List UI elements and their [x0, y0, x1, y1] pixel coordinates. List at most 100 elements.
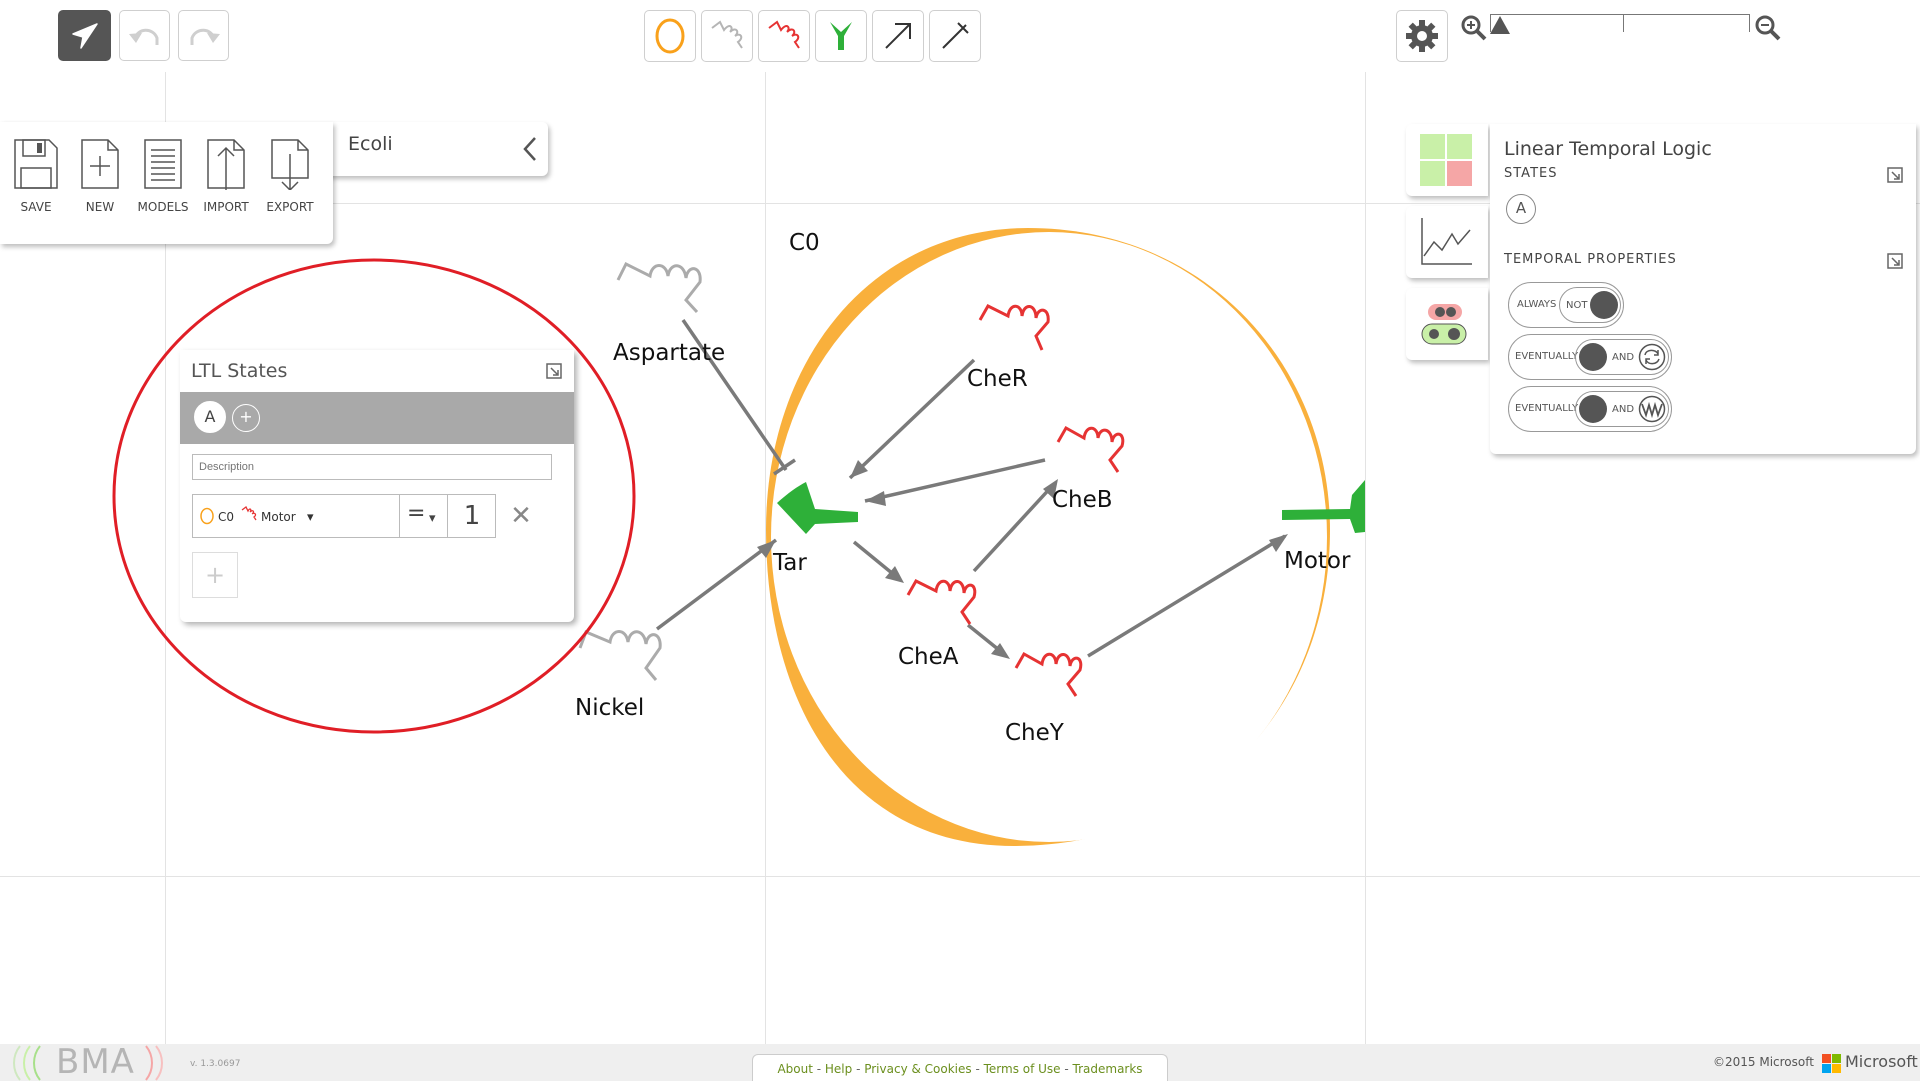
- chey-variable: [1014, 651, 1083, 697]
- activator-cheb-tar: [864, 458, 1046, 503]
- ltl-tab[interactable]: [1406, 288, 1488, 360]
- zoom-slider-thumb[interactable]: [1490, 16, 1510, 34]
- grid-line: [165, 72, 166, 1044]
- save-button[interactable]: SAVE: [6, 138, 66, 214]
- activator-tool[interactable]: [872, 10, 924, 62]
- ltl-toggles-icon: [1421, 304, 1467, 345]
- and-label: AND: [1612, 352, 1635, 363]
- container-circle-icon: [200, 507, 214, 525]
- constant-spring-icon: [711, 20, 743, 49]
- chevron-down-icon: ▾: [429, 511, 436, 526]
- add-condition-button[interactable]: +: [192, 552, 238, 598]
- state-tab-a[interactable]: A: [194, 401, 226, 433]
- import-button[interactable]: IMPORT: [196, 138, 256, 214]
- help-link[interactable]: Help: [824, 1062, 853, 1076]
- arrowhead: [757, 540, 776, 558]
- expand-properties-icon[interactable]: [1886, 252, 1904, 270]
- arrowhead: [991, 643, 1010, 659]
- container-tool[interactable]: [644, 10, 696, 62]
- export-button[interactable]: EXPORT: [260, 138, 320, 214]
- zoom-slider[interactable]: [1490, 14, 1750, 34]
- operand-slot[interactable]: [1579, 343, 1607, 371]
- model-name[interactable]: Ecoli: [348, 133, 393, 155]
- ltl-panel-title: Linear Temporal Logic: [1504, 138, 1712, 160]
- import-label: IMPORT: [203, 200, 249, 214]
- operand-slot[interactable]: [1579, 395, 1607, 423]
- receptor-tool[interactable]: [815, 10, 867, 62]
- variable-selector[interactable]: C0 Motor ▾: [193, 495, 400, 537]
- temporal-property-2[interactable]: EVENTUALLY AND: [1508, 334, 1672, 380]
- variable-tool[interactable]: [758, 10, 810, 62]
- container-circle-icon: [655, 18, 685, 54]
- oscillation-state-icon[interactable]: [1638, 395, 1666, 423]
- loop-state-icon[interactable]: [1638, 343, 1666, 371]
- condition-row: C0 Motor ▾ = ▾ 1: [192, 494, 496, 538]
- operator-selector[interactable]: = ▾: [399, 495, 448, 537]
- operand-slot[interactable]: [1590, 291, 1618, 319]
- trademarks-link[interactable]: Trademarks: [1072, 1062, 1143, 1076]
- zoom-out-icon[interactable]: [1754, 14, 1782, 42]
- about-link[interactable]: About: [777, 1062, 813, 1076]
- expand-icon[interactable]: [545, 362, 563, 380]
- constant-tool[interactable]: [701, 10, 753, 62]
- microsoft-wordmark: Microsoft: [1845, 1052, 1918, 1071]
- ltl-states-title: LTL States: [191, 360, 288, 382]
- chevron-down-icon: ▾: [307, 510, 314, 525]
- variable-spring-icon: [768, 20, 800, 49]
- settings-button[interactable]: [1396, 10, 1448, 62]
- property-op: EVENTUALLY: [1515, 403, 1579, 414]
- property-op: ALWAYS: [1517, 299, 1557, 310]
- redo-button[interactable]: [178, 10, 229, 61]
- activator-nickel-tar: [655, 538, 778, 631]
- privacy-link[interactable]: Privacy & Cookies: [864, 1062, 972, 1076]
- inhibitor-bar: [773, 458, 796, 476]
- and-operator[interactable]: AND: [1575, 339, 1669, 375]
- link-separator: -: [812, 1062, 825, 1076]
- model-canvas[interactable]: [0, 0, 1920, 1044]
- ltl-panel: Linear Temporal Logic STATES A TEMPORAL …: [1490, 124, 1916, 454]
- and-operator[interactable]: AND: [1575, 391, 1669, 427]
- microsoft-logo-icon: [1822, 1054, 1841, 1073]
- operator-value: =: [407, 501, 426, 526]
- inhibitor-aspartate-tar: [681, 319, 788, 471]
- version-label: v. 1.3.0697: [190, 1059, 241, 1069]
- remove-condition-icon[interactable]: ✕: [510, 501, 532, 531]
- zoom-in-icon[interactable]: [1460, 14, 1488, 42]
- collapse-chevron-icon[interactable]: [522, 136, 538, 162]
- node-label-tar: Tar: [773, 550, 807, 576]
- arrowhead: [865, 491, 886, 506]
- new-button[interactable]: NEW: [70, 138, 130, 214]
- description-input[interactable]: [192, 454, 552, 480]
- variable-spring-icon: [241, 506, 257, 521]
- not-label: NOT: [1566, 300, 1588, 311]
- gear-icon: [1406, 20, 1438, 52]
- add-state-button[interactable]: +: [232, 404, 260, 432]
- temporal-property-1[interactable]: ALWAYS NOT: [1508, 282, 1624, 328]
- footer-links: About - Help - Privacy & Cookies - Terms…: [752, 1054, 1168, 1081]
- terms-link[interactable]: Terms of Use: [983, 1062, 1061, 1076]
- models-button[interactable]: MODELS: [133, 138, 193, 214]
- temporal-property-3[interactable]: EVENTUALLY AND: [1508, 386, 1672, 432]
- line-graph-icon: [1421, 218, 1472, 265]
- pointer-arrow-icon: [71, 22, 98, 49]
- state-tabs-bar: A +: [180, 392, 574, 444]
- export-label: EXPORT: [266, 200, 314, 214]
- condition-variable: Motor: [261, 510, 296, 524]
- nickel-constant: [578, 630, 662, 681]
- bma-logo: [13, 1045, 163, 1081]
- pointer-button[interactable]: [58, 10, 111, 61]
- simulation-tab[interactable]: [1406, 206, 1488, 278]
- property-op: EVENTUALLY: [1515, 351, 1579, 362]
- container-label: C0: [789, 230, 820, 256]
- receptor-icon: [830, 22, 852, 50]
- value-input[interactable]: 1: [463, 501, 481, 531]
- inhibitor-tool[interactable]: [929, 10, 981, 62]
- temporal-heading: TEMPORAL PROPERTIES: [1504, 252, 1677, 267]
- proof-tab[interactable]: [1406, 124, 1488, 196]
- not-operator[interactable]: NOT: [1559, 287, 1621, 323]
- expand-states-icon[interactable]: [1886, 166, 1904, 184]
- state-chip-a[interactable]: A: [1506, 194, 1536, 224]
- undo-button[interactable]: [119, 10, 170, 61]
- brand-name: BMA: [56, 1042, 135, 1082]
- node-label-cheb: CheB: [1052, 487, 1113, 513]
